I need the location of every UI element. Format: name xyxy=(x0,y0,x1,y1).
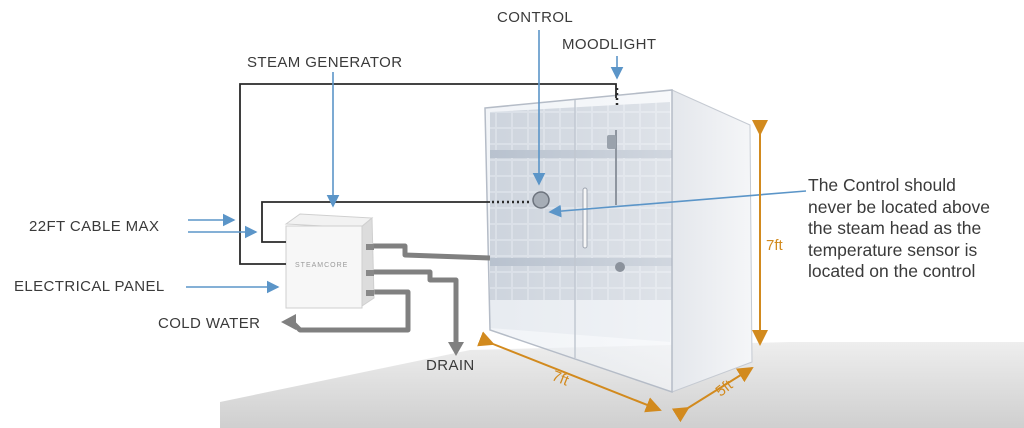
note-line: never be located above xyxy=(808,196,990,217)
note-line: temperature sensor is xyxy=(808,239,978,260)
control-label: CONTROL xyxy=(497,9,574,26)
generator-port xyxy=(366,244,374,250)
electrical-panel-label: ELECTRICAL PANEL xyxy=(14,278,165,295)
drain-arrowhead xyxy=(448,342,464,356)
control-cable xyxy=(261,201,490,243)
control-unit xyxy=(532,191,550,209)
side-panel xyxy=(671,89,753,393)
moodlight-label: MOODLIGHT xyxy=(562,36,657,53)
generator-port xyxy=(366,290,374,296)
unit-brand-label: STEAMCORE xyxy=(295,262,349,269)
steam-head xyxy=(615,262,625,272)
cold-water-label: COLD WATER xyxy=(158,315,261,332)
steam-generator-label: STEAM GENERATOR xyxy=(247,54,403,71)
drain-label: DRAIN xyxy=(426,357,475,374)
glass-front xyxy=(484,89,673,394)
steam-pipe xyxy=(372,243,491,261)
note-line: located on the control xyxy=(808,261,976,281)
shower-head xyxy=(607,135,616,149)
length-dimension-line xyxy=(477,331,662,413)
control-placement-note: The Control should never be located abov… xyxy=(808,175,1022,283)
door-handle xyxy=(582,187,588,249)
cold-water-arrowhead xyxy=(281,314,296,330)
dimension-lines xyxy=(477,120,768,423)
drain-pipe xyxy=(372,269,459,346)
depth-dimension-line xyxy=(671,366,754,423)
cable-max-label: 22FT CABLE MAX xyxy=(29,218,160,235)
plumbing xyxy=(290,243,491,346)
shower-enclosure xyxy=(484,89,753,394)
steam-generator-unit xyxy=(284,213,375,309)
height-dimension-label: 7ft xyxy=(766,237,783,254)
cold-water-pipe xyxy=(290,289,411,333)
note-line: The Control should xyxy=(808,175,956,195)
generator-port xyxy=(366,270,374,276)
note-line: the steam head as the xyxy=(808,218,982,238)
